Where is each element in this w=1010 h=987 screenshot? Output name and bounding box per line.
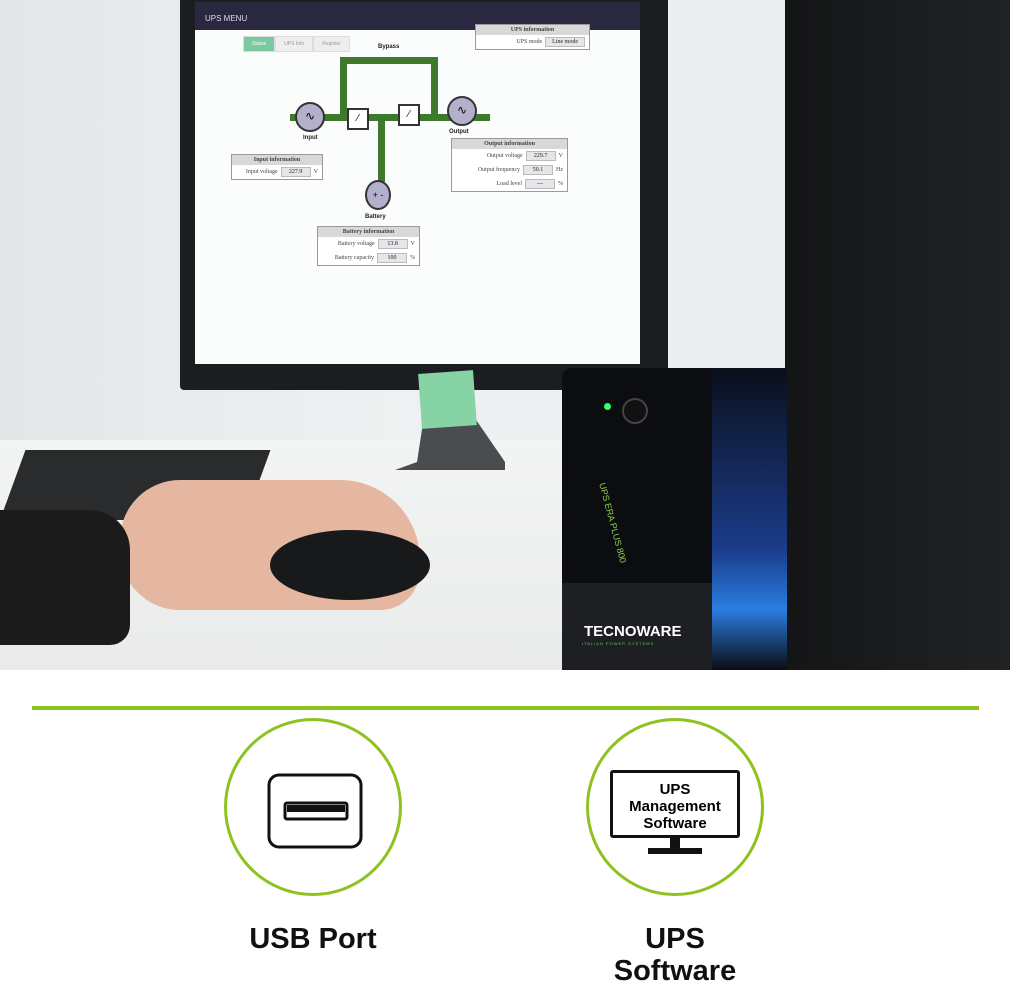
tab-register[interactable]: Register <box>313 36 350 52</box>
output-label: Output <box>449 129 469 135</box>
bypass-left <box>340 57 347 117</box>
tab-bar: Status UPS Info Register <box>243 36 350 52</box>
unit: V <box>313 169 318 175</box>
ups-base: TECNOWARE ITALIAN POWER SYSTEMS <box>562 583 712 670</box>
screen-text-line: Management <box>629 798 721 815</box>
battery-voltage-value: 13.8 <box>377 239 408 249</box>
sticky-note <box>418 370 477 429</box>
ups-device: UPS ERA PLUS 800 TECNOWARE ITALIAN POWER… <box>562 368 787 670</box>
brand-logo: TECNOWARE <box>584 623 682 640</box>
ups-model-text: UPS ERA PLUS 800 <box>597 481 629 565</box>
bypass-label: Bypass <box>378 44 400 50</box>
tab-ups-info[interactable]: UPS Info <box>275 36 314 52</box>
panel-title: Input information <box>232 155 322 165</box>
screen-text-line: Software <box>643 815 707 832</box>
brand-tagline: ITALIAN POWER SYSTEMS <box>582 641 655 646</box>
monitor: UPS MENU Status UPS Info Register Bypass… <box>180 0 668 390</box>
output-ac-icon: ∿ <box>447 96 477 126</box>
load-level-label: Load level <box>496 181 523 187</box>
load-level-value: --- <box>525 179 555 189</box>
output-frequency-value: 50.1 <box>523 165 553 175</box>
output-frequency-label: Output frequency <box>477 167 520 173</box>
ups-mode-value: Line mode <box>545 37 585 47</box>
label-line: Software <box>613 955 737 987</box>
usb-port-icon <box>267 773 363 849</box>
product-photo: UPS MENU Status UPS Info Register Bypass… <box>0 0 1010 670</box>
divider-line <box>32 706 979 710</box>
battery-icon: + - <box>365 180 391 210</box>
label-line: UPS <box>645 923 705 955</box>
main-line <box>290 114 490 121</box>
battery-capacity-label: Battery capacity <box>334 255 374 261</box>
unit: % <box>410 255 415 261</box>
unit: V <box>410 241 415 247</box>
battery-capacity-value: 100 <box>377 253 407 263</box>
ups-software-label: UPS Software <box>575 923 775 987</box>
menu-title[interactable]: UPS MENU <box>205 14 248 23</box>
monitor-icon: UPS Management Software <box>610 770 740 860</box>
output-voltage-value: 229.7 <box>525 151 556 161</box>
power-button <box>622 398 648 424</box>
input-voltage-label: Input voltage <box>245 169 278 175</box>
unit: % <box>558 181 563 187</box>
ups-mode-label: UPS mode <box>516 39 543 45</box>
battery-voltage-label: Battery voltage <box>337 241 375 247</box>
panel-title: Battery information <box>318 227 419 237</box>
power-led <box>604 403 611 410</box>
input-ac-icon: ∿ <box>295 102 325 132</box>
tab-status[interactable]: Status <box>243 36 276 52</box>
usb-feature-circle <box>224 718 402 896</box>
inverter-icon: ⁄ <box>398 104 420 126</box>
rectifier-icon: ⁄ <box>347 108 369 130</box>
ups-software-screen: UPS MENU Status UPS Info Register Bypass… <box>195 2 640 364</box>
ups-side-glow <box>712 368 787 670</box>
bypass-right <box>431 57 438 117</box>
battery-label: Battery <box>365 214 386 220</box>
input-voltage-value: 227.9 <box>280 167 311 177</box>
unit: V <box>558 153 563 159</box>
mouse <box>270 530 430 600</box>
screen-text-line: UPS <box>659 781 691 798</box>
unit: Hz <box>556 167 563 173</box>
output-voltage-label: Output voltage <box>486 153 523 159</box>
bypass-line <box>340 57 437 64</box>
panel-title: UPS information <box>476 25 589 35</box>
usb-port-label: USB Port <box>249 923 377 955</box>
software-feature-circle: UPS Management Software <box>586 718 764 896</box>
panel-title: Output information <box>452 139 567 149</box>
arm-sleeve <box>0 510 130 645</box>
battery-line <box>378 117 385 182</box>
pc-tower <box>785 0 1010 670</box>
input-label: Input <box>303 135 318 141</box>
